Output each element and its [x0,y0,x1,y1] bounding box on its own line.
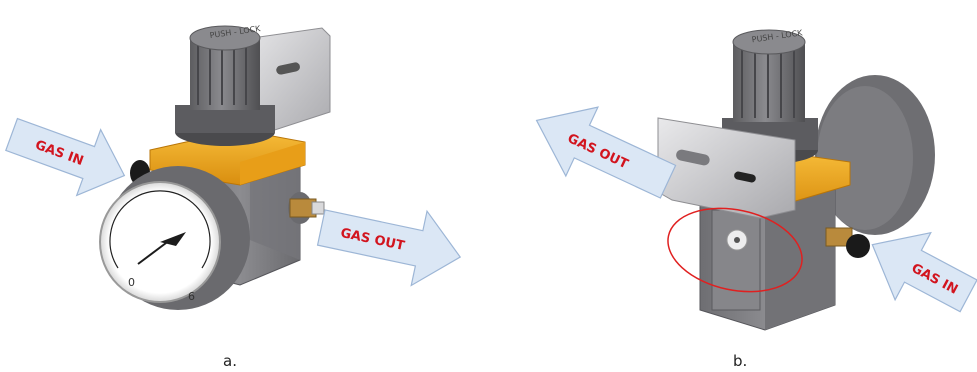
caption-a: a. [223,352,237,370]
pressure-gauge-icon: 0 6 [99,166,250,310]
fitting-icon [288,192,325,224]
fitting-icon [825,227,870,258]
panel-a: PUSH - LOCK 0 6 GAS IN GAS OUT [5,24,462,310]
regulator-knob-icon: PUSH - LOCK [175,24,275,146]
panel-b: PUSH - LOCK GAS OUT GAS IN [535,28,977,331]
gas-out-arrow: GAS OUT [316,209,462,287]
gauge-max-label: 6 [188,290,195,303]
gauge-min-label: 0 [128,276,135,289]
caption-b: b. [733,352,748,370]
mounting-bracket-icon [657,117,796,219]
gas-in-arrow: GAS IN [5,117,126,197]
gauge-needle [137,239,171,265]
highlight-ellipse [667,207,803,293]
